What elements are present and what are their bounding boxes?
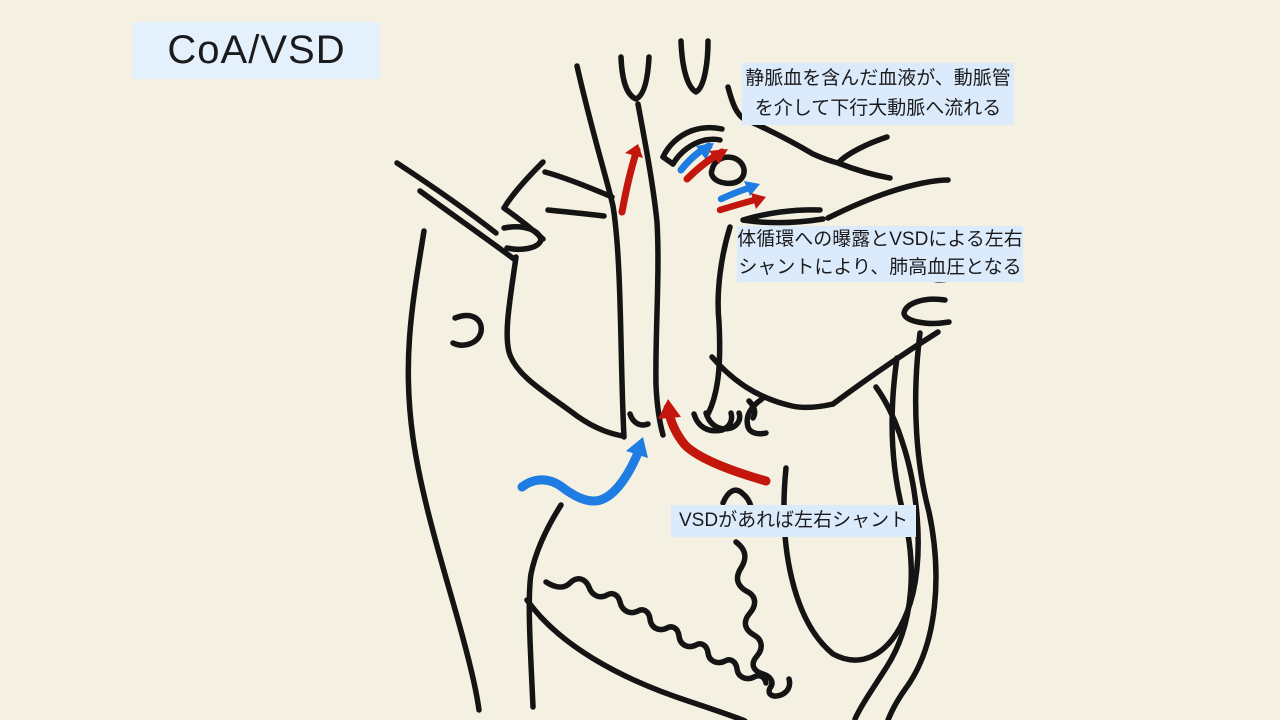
aorta-and-arch <box>574 38 951 440</box>
ascending-aorta-red-arrow <box>618 144 643 216</box>
ductus-blue-arrow <box>677 142 714 174</box>
left-heart-border <box>781 270 959 720</box>
annotation-line: を介して下行大動脈へ流れる <box>754 98 1002 119</box>
ductus-red-arrow <box>683 148 728 183</box>
svc-and-left-border <box>394 159 626 713</box>
valve-marks <box>627 396 769 510</box>
annotation-line: 静脈血を含んだ血液が、動脈管 <box>745 68 1011 89</box>
diagram-title-text: CoA/VSD <box>167 28 346 72</box>
diagram-title: CoA/VSD <box>133 22 380 79</box>
annotation-line: 体循環への曝露とVSDによる左右 <box>737 229 1023 250</box>
annotation-line: シャントにより、肺高血圧となる <box>738 257 1022 278</box>
annotation-pulmonary-hypertension: 体循環への曝露とVSDによる左右 シャントにより、肺高血圧となる <box>737 226 1023 282</box>
lv-outflow-red-arrow <box>658 399 771 486</box>
annotation-vsd-shunt: VSDがあれば左右シャント <box>671 505 917 537</box>
descending-red-arrow <box>716 193 766 214</box>
ductus-stump <box>708 154 747 187</box>
annotation-ductus-flow: 静脈血を含んだ血液が、動脈管 を介して下行大動脈へ流れる <box>742 63 1014 125</box>
annotation-line: VSDがあれば左右シャント <box>679 510 909 531</box>
rv-outflow-blue-arrow <box>517 437 648 506</box>
septum-and-bottom-border <box>524 539 793 720</box>
descending-blue-arrow <box>717 181 760 203</box>
